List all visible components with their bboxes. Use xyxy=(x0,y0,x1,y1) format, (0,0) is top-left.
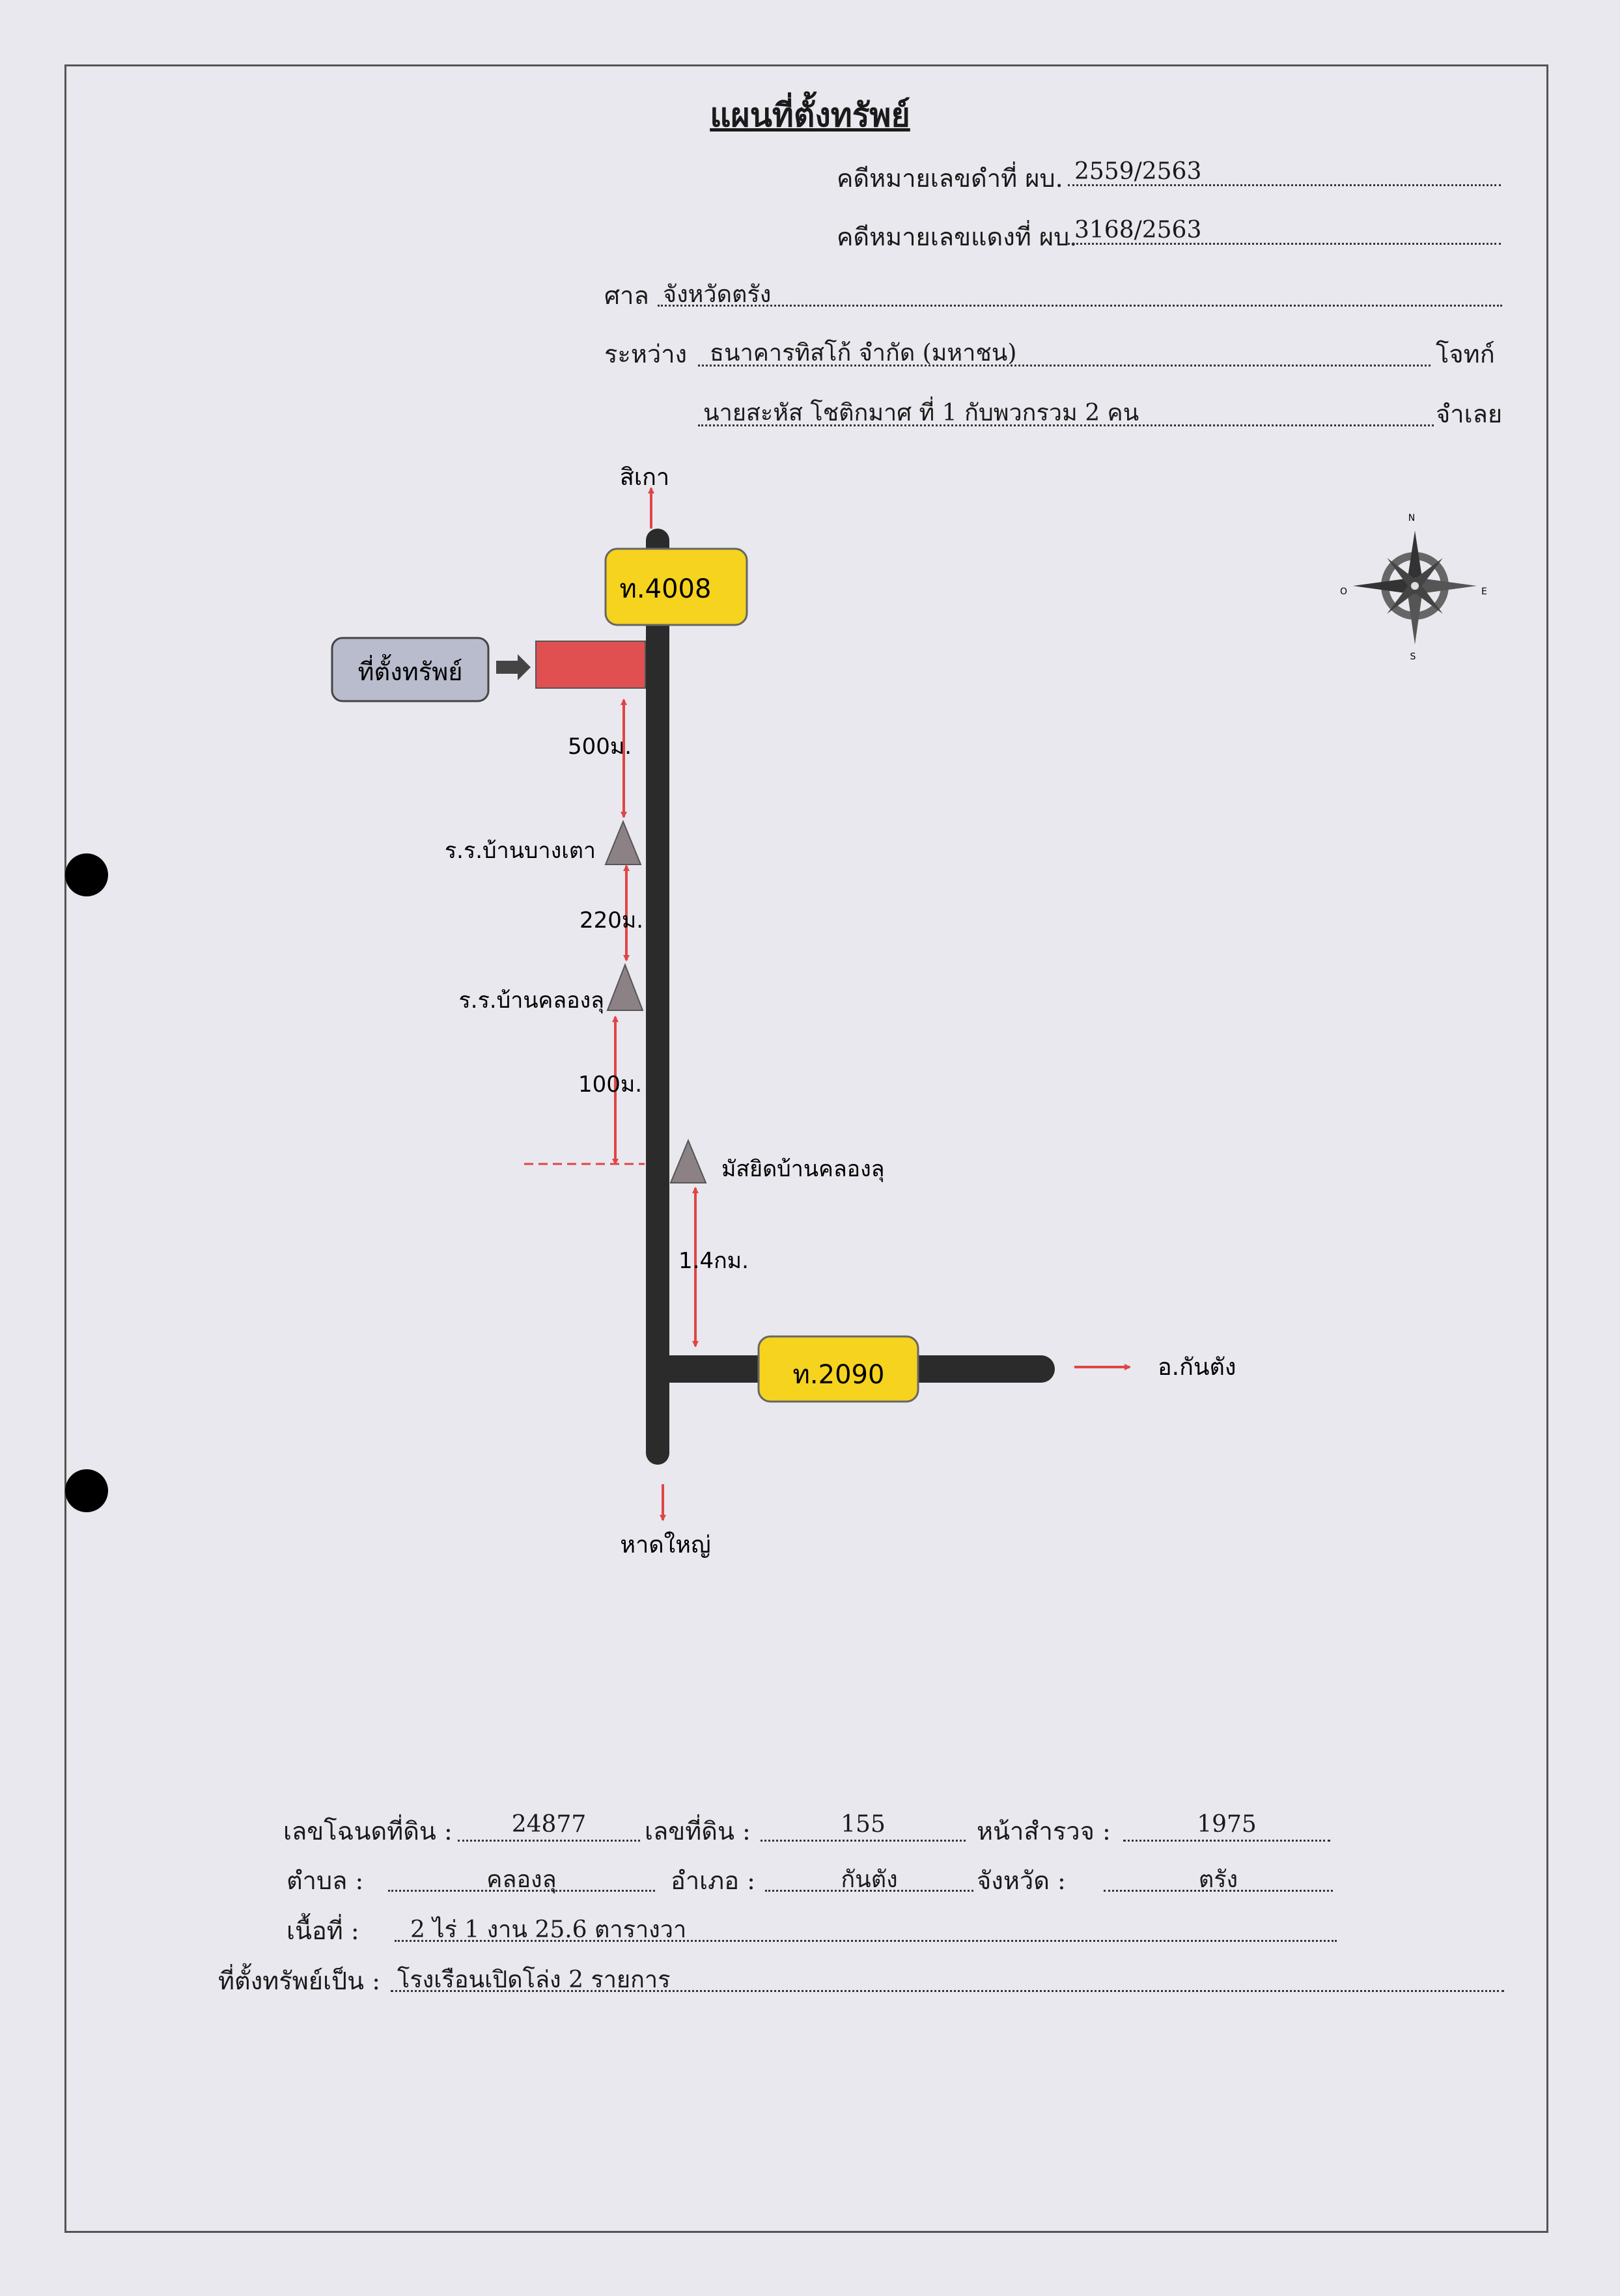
subdistrict-label: ตำบล : xyxy=(286,1866,364,1895)
defendant-role: จำเลย xyxy=(1436,400,1503,428)
black-case-label: คดีหมายเลขดำที่ ผบ. xyxy=(837,164,1063,193)
property-label-box xyxy=(331,637,490,702)
dist-1400-label: 1.4กม. xyxy=(678,1248,749,1274)
court-value: จังหวัดตรัง xyxy=(663,281,772,308)
black-case-line xyxy=(1068,184,1501,186)
land-no-line xyxy=(761,1840,966,1842)
defendant-value: นายสะหัส โชติกมาศ ที่ 1 กับพวกรวม 2 คน xyxy=(703,400,1139,426)
property-type-label: ที่ตั้งทรัพย์เป็น : xyxy=(218,1967,381,1995)
compass-rose-icon xyxy=(1353,531,1477,644)
province-label: จังหวัด : xyxy=(977,1866,1066,1895)
punch-hole-top xyxy=(65,853,108,896)
east-destination: อ.กันตัง xyxy=(1158,1354,1236,1381)
landmark-school-khlonglu-icon xyxy=(606,963,644,1011)
north-destination: สิเกา xyxy=(620,464,669,491)
landmark-school-bangtao-label: ร.ร.บ้านบางเตา xyxy=(445,838,596,864)
page-title: แผนที่ตั้งทรัพย์ xyxy=(710,96,910,134)
subdistrict-line xyxy=(388,1890,655,1892)
court-line xyxy=(658,305,1502,307)
compass-w: O xyxy=(1340,587,1347,597)
survey-line xyxy=(1123,1840,1330,1842)
province-line xyxy=(1104,1890,1333,1892)
dist-500-label: 500ม. xyxy=(568,734,632,760)
area-value: 2 ไร่ 1 งาน 25.6 ตารางวา xyxy=(410,1916,687,1943)
black-case-value: 2559/2563 xyxy=(1074,158,1202,185)
property-marker xyxy=(535,641,646,689)
road-sign-2090 xyxy=(757,1335,919,1403)
district-value: กันตัง xyxy=(841,1866,898,1893)
dist-220-label: 220ม. xyxy=(580,907,643,934)
land-no-label: เลขที่ดิน : xyxy=(645,1817,751,1846)
landmark-mosque-icon xyxy=(669,1139,707,1183)
plaintiff-role: โจทก์ xyxy=(1436,340,1495,368)
deed-line xyxy=(458,1840,640,1842)
survey-value: 1975 xyxy=(1197,1811,1257,1838)
road-sign-4008 xyxy=(604,547,748,626)
page-border xyxy=(64,64,1548,2233)
land-no-value: 155 xyxy=(841,1811,886,1838)
red-case-value: 3168/2563 xyxy=(1074,217,1202,243)
survey-label: หน้าสำรวจ : xyxy=(977,1817,1111,1846)
plaintiff-value: ธนาคารทิสโก้ จำกัด (มหาชน) xyxy=(710,340,1017,367)
red-case-label: คดีหมายเลขแดงที่ ผบ. xyxy=(837,223,1078,251)
punch-hole-bottom xyxy=(65,1469,108,1512)
area-line xyxy=(395,1940,1337,1942)
plaintiff-line xyxy=(698,365,1431,367)
between-label: ระหว่าง xyxy=(604,340,688,368)
south-destination: หาดใหญ่ xyxy=(620,1531,710,1558)
landmark-school-khlonglu-label: ร.ร.บ้านคลองลุ xyxy=(459,988,605,1014)
property-type-value: โรงเรือนเปิดโล่ง 2 รายการ xyxy=(397,1967,671,1993)
court-label: ศาล xyxy=(604,281,649,310)
property-label: ที่ตั้งทรัพย์ xyxy=(357,654,462,686)
district-label: อำเภอ : xyxy=(671,1866,755,1895)
road-2090-label: ท.2090 xyxy=(793,1360,885,1390)
defendant-line xyxy=(698,424,1434,426)
red-case-line xyxy=(1068,243,1501,245)
road-4008-label: ท.4008 xyxy=(620,574,712,604)
subdistrict-value: คลองลุ xyxy=(486,1866,557,1893)
landmark-school-bangtao-icon xyxy=(604,820,642,865)
district-line xyxy=(765,1890,973,1892)
landmark-mosque-label: มัสยิดบ้านคลองลุ xyxy=(721,1156,885,1182)
province-value: ตรัง xyxy=(1198,1866,1238,1893)
compass-n: N xyxy=(1408,513,1415,523)
property-type-line xyxy=(391,1990,1504,1992)
compass-e: E xyxy=(1481,587,1487,597)
compass-s: S xyxy=(1410,652,1416,662)
property-pointer-arrow xyxy=(496,654,531,680)
deed-label: เลขโฉนดที่ดิน : xyxy=(283,1817,453,1846)
deed-value: 24877 xyxy=(511,1811,587,1838)
road-4008 xyxy=(646,529,669,1465)
dist-100-label: 100ม. xyxy=(578,1072,642,1098)
area-label: เนื้อที่ : xyxy=(286,1916,359,1945)
